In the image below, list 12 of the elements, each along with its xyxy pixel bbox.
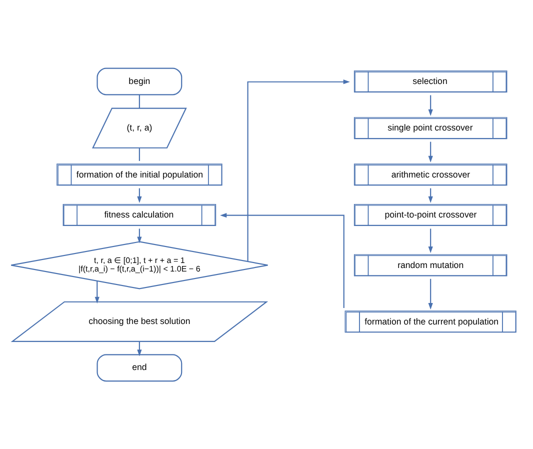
arrow [428,228,433,254]
node-box: begin [96,68,182,96]
arrow [94,280,100,304]
arrow [428,278,433,310]
arrow [428,95,433,116]
node-box: end [96,354,182,382]
arrow [220,213,344,308]
node-diamond: t, r, a ∈ [0;1], t + r + a = 1 |f(t,r,a_i) − f(t,r,a_(i−1))| < 1.0E − 6 [10,241,268,290]
connector [138,94,140,108]
connector [138,148,140,161]
arrow [247,80,350,262]
arrow [428,142,433,163]
